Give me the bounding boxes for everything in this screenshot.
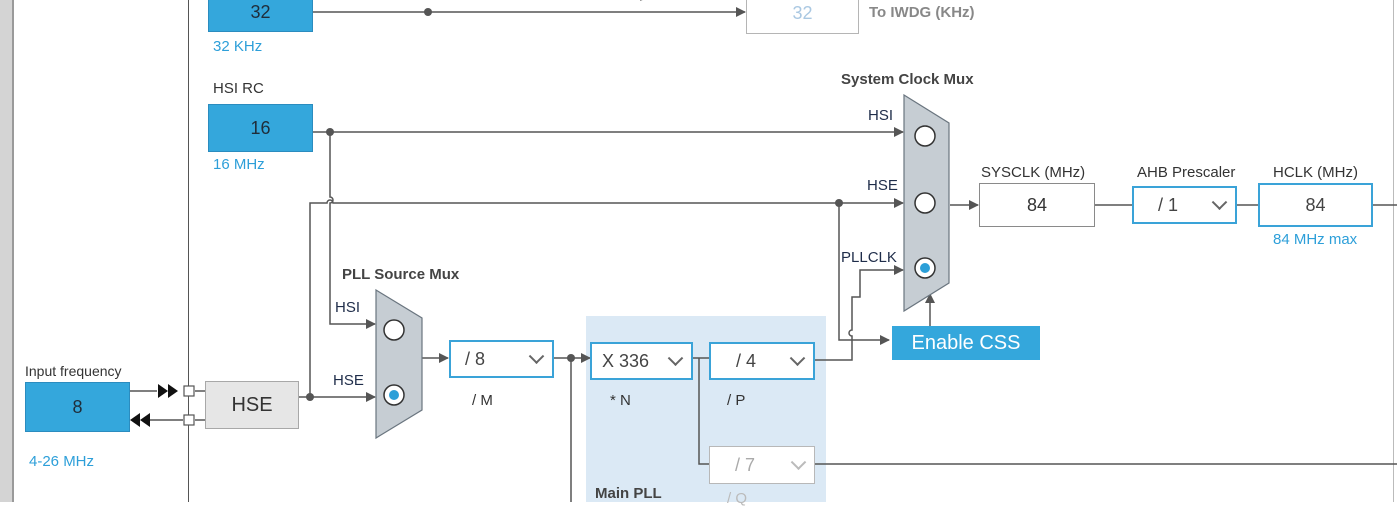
sysclk-value-box: 84 <box>979 183 1095 227</box>
pll-mux-radio-hsi <box>383 319 405 341</box>
input-frequency-label: Input frequency <box>25 363 122 379</box>
chevron-down-icon <box>1211 194 1228 211</box>
sys-mux-radio-hsi <box>914 125 936 147</box>
pll-mux-radio-hse-hit[interactable] <box>383 384 405 406</box>
pll-m-value: / 8 <box>465 348 486 369</box>
enable-css-button[interactable]: Enable CSS <box>892 326 1040 360</box>
hse-input-frequency-box[interactable]: 8 <box>25 382 130 432</box>
pll-q-value: / 7 <box>735 454 756 475</box>
hclk-max-label: 84 MHz max <box>1273 231 1358 248</box>
pll-p-value: / 4 <box>736 350 757 371</box>
pll-q-label: / Q <box>727 490 748 507</box>
lsi-value-box[interactable]: 32 <box>208 0 313 32</box>
sys-mux-radio-hse <box>914 192 936 214</box>
hsi-rc-label: HSI RC <box>213 80 264 97</box>
sys-mux-hsi-label: HSI <box>868 107 894 124</box>
chevron-down-icon <box>528 348 545 365</box>
sys-mux-hse-label: HSE <box>867 177 898 194</box>
pll-mux-radio-hsi-hit[interactable] <box>383 319 405 341</box>
chevron-down-icon <box>789 350 806 367</box>
hclk-value-box[interactable]: 84 <box>1258 183 1373 227</box>
main-pll-title: Main PLL <box>595 485 662 502</box>
pll-n-value: X 336 <box>602 350 650 371</box>
hclk-label: HCLK (MHz) <box>1273 164 1358 181</box>
pll-n-select[interactable]: X 336 <box>590 342 693 380</box>
sys-mux-radio-hse-hit[interactable] <box>914 192 936 214</box>
hse-block: HSE <box>205 381 299 429</box>
pll-source-mux-shape <box>375 288 423 440</box>
hse-range-label: 4-26 MHz <box>29 453 95 470</box>
system-clock-mux-title: System Clock Mux <box>841 71 974 88</box>
pll-p-select[interactable]: / 4 <box>709 342 815 380</box>
left-scroll-strip <box>0 0 12 502</box>
pll-p-label: / P <box>727 392 746 409</box>
hsi-value-box[interactable]: 16 <box>208 104 313 152</box>
left-divider <box>12 0 14 502</box>
hsi-freq-label: 16 MHz <box>213 156 265 173</box>
pll-source-mux-title: PLL Source Mux <box>342 266 460 283</box>
lsi-freq-label: 32 KHz <box>213 38 263 55</box>
right-divider <box>1393 0 1394 502</box>
rail-line <box>188 0 189 502</box>
sys-mux-radio-pll-hit[interactable] <box>914 257 936 279</box>
iwdg-value-box: 32 <box>746 0 859 34</box>
ahb-prescaler-select[interactable]: / 1 <box>1132 186 1237 224</box>
pll-m-label: / M <box>472 392 493 409</box>
chevron-down-icon <box>790 454 807 471</box>
sysclk-label: SYSCLK (MHz) <box>981 164 1086 181</box>
iwdg-label: To IWDG (KHz) <box>869 4 975 21</box>
pll-q-select[interactable]: / 7 <box>709 446 815 484</box>
sys-mux-radio-hsi-hit[interactable] <box>914 125 936 147</box>
pll-mux-hse-label: HSE <box>333 372 364 389</box>
sys-mux-pll-label: PLLCLK <box>841 249 897 266</box>
hclk-value: 84 <box>1305 194 1326 215</box>
chevron-down-icon <box>667 350 684 367</box>
pll-n-label: * N <box>610 392 631 409</box>
pll-mux-hsi-label: HSI <box>335 299 361 316</box>
ahb-prescaler-value: / 1 <box>1158 194 1179 215</box>
pll-m-select[interactable]: / 8 <box>449 340 554 378</box>
ahb-prescaler-label: AHB Prescaler <box>1137 164 1236 181</box>
